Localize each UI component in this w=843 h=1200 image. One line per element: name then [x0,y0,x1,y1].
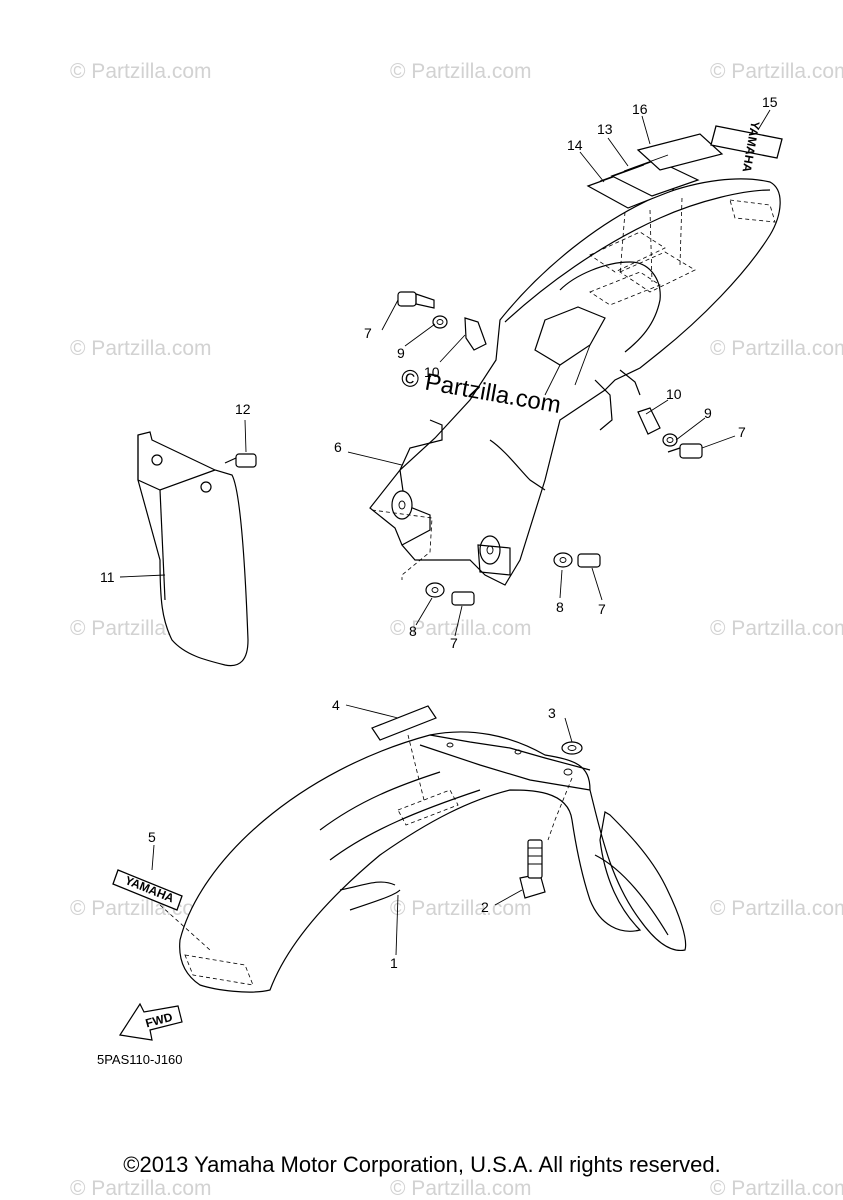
watermark: © Partzilla.com [390,617,532,640]
fwd-arrow-text: FWD [144,1010,174,1031]
callout-7: 7 [364,325,372,341]
callout-16: 16 [632,101,648,117]
yamaha-rear-decal: YAMAHA [710,120,783,174]
watermark: © Partzilla.com [70,60,212,83]
callout-10: 10 [424,364,440,380]
watermark: © Partzilla.com [390,897,532,920]
callout-1: 1 [390,955,398,971]
watermark: © Partzilla.com [710,617,843,640]
watermark: © Partzilla.com [710,897,843,920]
callout-9: 9 [397,345,405,361]
rear-fender [369,178,781,586]
watermark: © Partzilla.com [710,337,843,360]
callout-8: 8 [556,599,564,615]
grommet [561,741,583,755]
callout-3: 3 [548,705,556,721]
callout-7: 7 [738,424,746,440]
callout-7: 7 [450,635,458,651]
callout-12: 12 [235,401,251,417]
rear-fender-hardware-left [397,291,487,351]
watermark: © Partzilla.com [390,1177,532,1200]
callout-6: 6 [334,439,342,455]
callout-15: 15 [762,94,778,110]
callout-8: 8 [409,623,417,639]
callout-2: 2 [481,899,489,915]
fender-bolt [519,839,546,899]
callout-13: 13 [597,121,613,137]
rear-fender-hardware-right [637,407,703,459]
callout-leaders [119,109,771,956]
watermark: © Partzilla.com [710,1177,843,1200]
copyright-notice: ©2013 Yamaha Motor Corporation, U.S.A. A… [123,1152,720,1177]
front-fender [179,731,687,993]
callout-5: 5 [148,829,156,845]
watermark-layer: © Partzilla.com © Partzilla.com © Partzi… [70,60,843,1200]
watermark: © Partzilla.com [390,60,532,83]
callout-14: 14 [567,137,583,153]
watermark: © Partzilla.com [710,60,843,83]
watermark: © Partzilla.com [70,1177,212,1200]
callout-11: 11 [100,569,115,585]
watermark: © Partzilla.com [70,337,212,360]
front-fender-decal [371,705,437,741]
fwd-arrow: FWD [118,1002,183,1041]
mud-flap [137,431,257,667]
callout-10: 10 [666,386,682,402]
rear-fender-hardware-lower [425,552,601,606]
seat-decals [586,133,724,209]
callout-4: 4 [332,697,340,713]
callout-numbers: 1 2 3 4 5 6 7 7 7 7 8 8 9 9 10 10 11 12 … [100,94,778,971]
callout-9: 9 [704,405,712,421]
diagram-code: 5PAS110-J160 [97,1052,183,1067]
callout-7: 7 [598,601,606,617]
